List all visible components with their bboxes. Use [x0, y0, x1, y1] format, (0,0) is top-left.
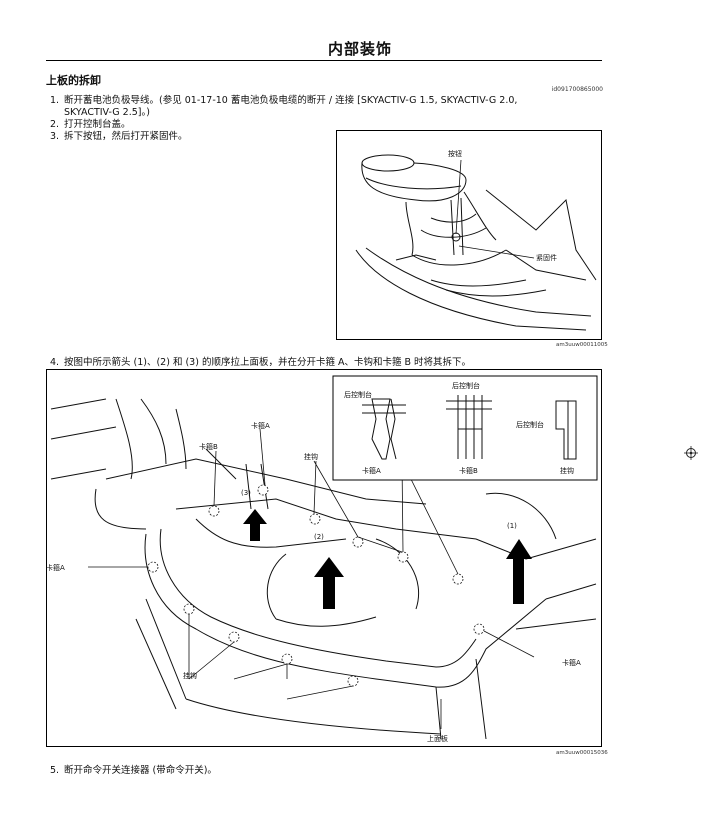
figure-1-diagram: [336, 130, 602, 340]
arrow-3-label: (3): [241, 489, 251, 497]
step-1-text: 断开蓄电池负极导线。(参见 01-17-10 蓄电池负极电缆的断开 / 连接 […: [64, 95, 518, 106]
arrow-1-label: (1): [507, 522, 517, 530]
inset-clip-b-label: 卡箍B: [459, 467, 478, 475]
figure-2-diagram: [46, 369, 602, 747]
inset-clip-a-label: 卡箍A: [362, 467, 381, 475]
section-heading: 上板的拆卸: [46, 74, 101, 87]
inset-rear-console-label-3: 后控制台: [516, 421, 544, 429]
step-5-text: 断开命令开关连接器 (带命令开关)。: [64, 765, 217, 776]
inset-rear-console-label-1: 后控制台: [344, 391, 372, 399]
hook-top-label: 挂钩: [304, 453, 318, 461]
step-2-text: 打开控制台盖。: [64, 119, 131, 130]
figure-1-id: am3uuw00011005: [556, 342, 608, 348]
arrow-2-label: (2): [314, 533, 324, 541]
step-4-text: 按图中所示箭头 (1)、(2) 和 (3) 的顺序拉上面板，并在分开卡箍 A、卡…: [64, 357, 472, 368]
title-divider: [46, 60, 602, 61]
inset-hook-label: 挂钩: [560, 467, 574, 475]
step-2: 2.打开控制台盖。: [50, 119, 131, 130]
step-1: 1.断开蓄电池负极导线。(参见 01-17-10 蓄电池负极电缆的断开 / 连接…: [50, 95, 518, 106]
fastener-label: 紧固件: [536, 254, 557, 262]
hook-bottom-label: 挂钩: [183, 672, 197, 680]
button-label: 按钮: [448, 150, 462, 158]
step-5: 5.断开命令开关连接器 (带命令开关)。: [50, 765, 217, 776]
step-3: 3.拆下按钮，然后打开紧固件。: [50, 131, 188, 142]
step-1-continued: SKYACTIV-G 2.5]。): [64, 107, 150, 118]
crosshair-icon: [684, 446, 698, 460]
step-3-text: 拆下按钮，然后打开紧固件。: [64, 131, 188, 142]
clip-a-left-label: 卡箍A: [46, 564, 65, 572]
upper-panel-label: 上面板: [427, 735, 448, 743]
clip-b-label: 卡箍B: [199, 443, 218, 451]
clip-a-top-label: 卡箍A: [251, 422, 270, 430]
document-id: id091700865000: [551, 86, 603, 93]
page-title: 内部装饰: [327, 40, 392, 58]
inset-rear-console-label-2: 后控制台: [452, 382, 480, 390]
figure-2-id: am3uuw00015036: [556, 750, 608, 756]
clip-a-right-label: 卡箍A: [562, 659, 581, 667]
step-4: 4.按图中所示箭头 (1)、(2) 和 (3) 的顺序拉上面板，并在分开卡箍 A…: [50, 357, 472, 368]
